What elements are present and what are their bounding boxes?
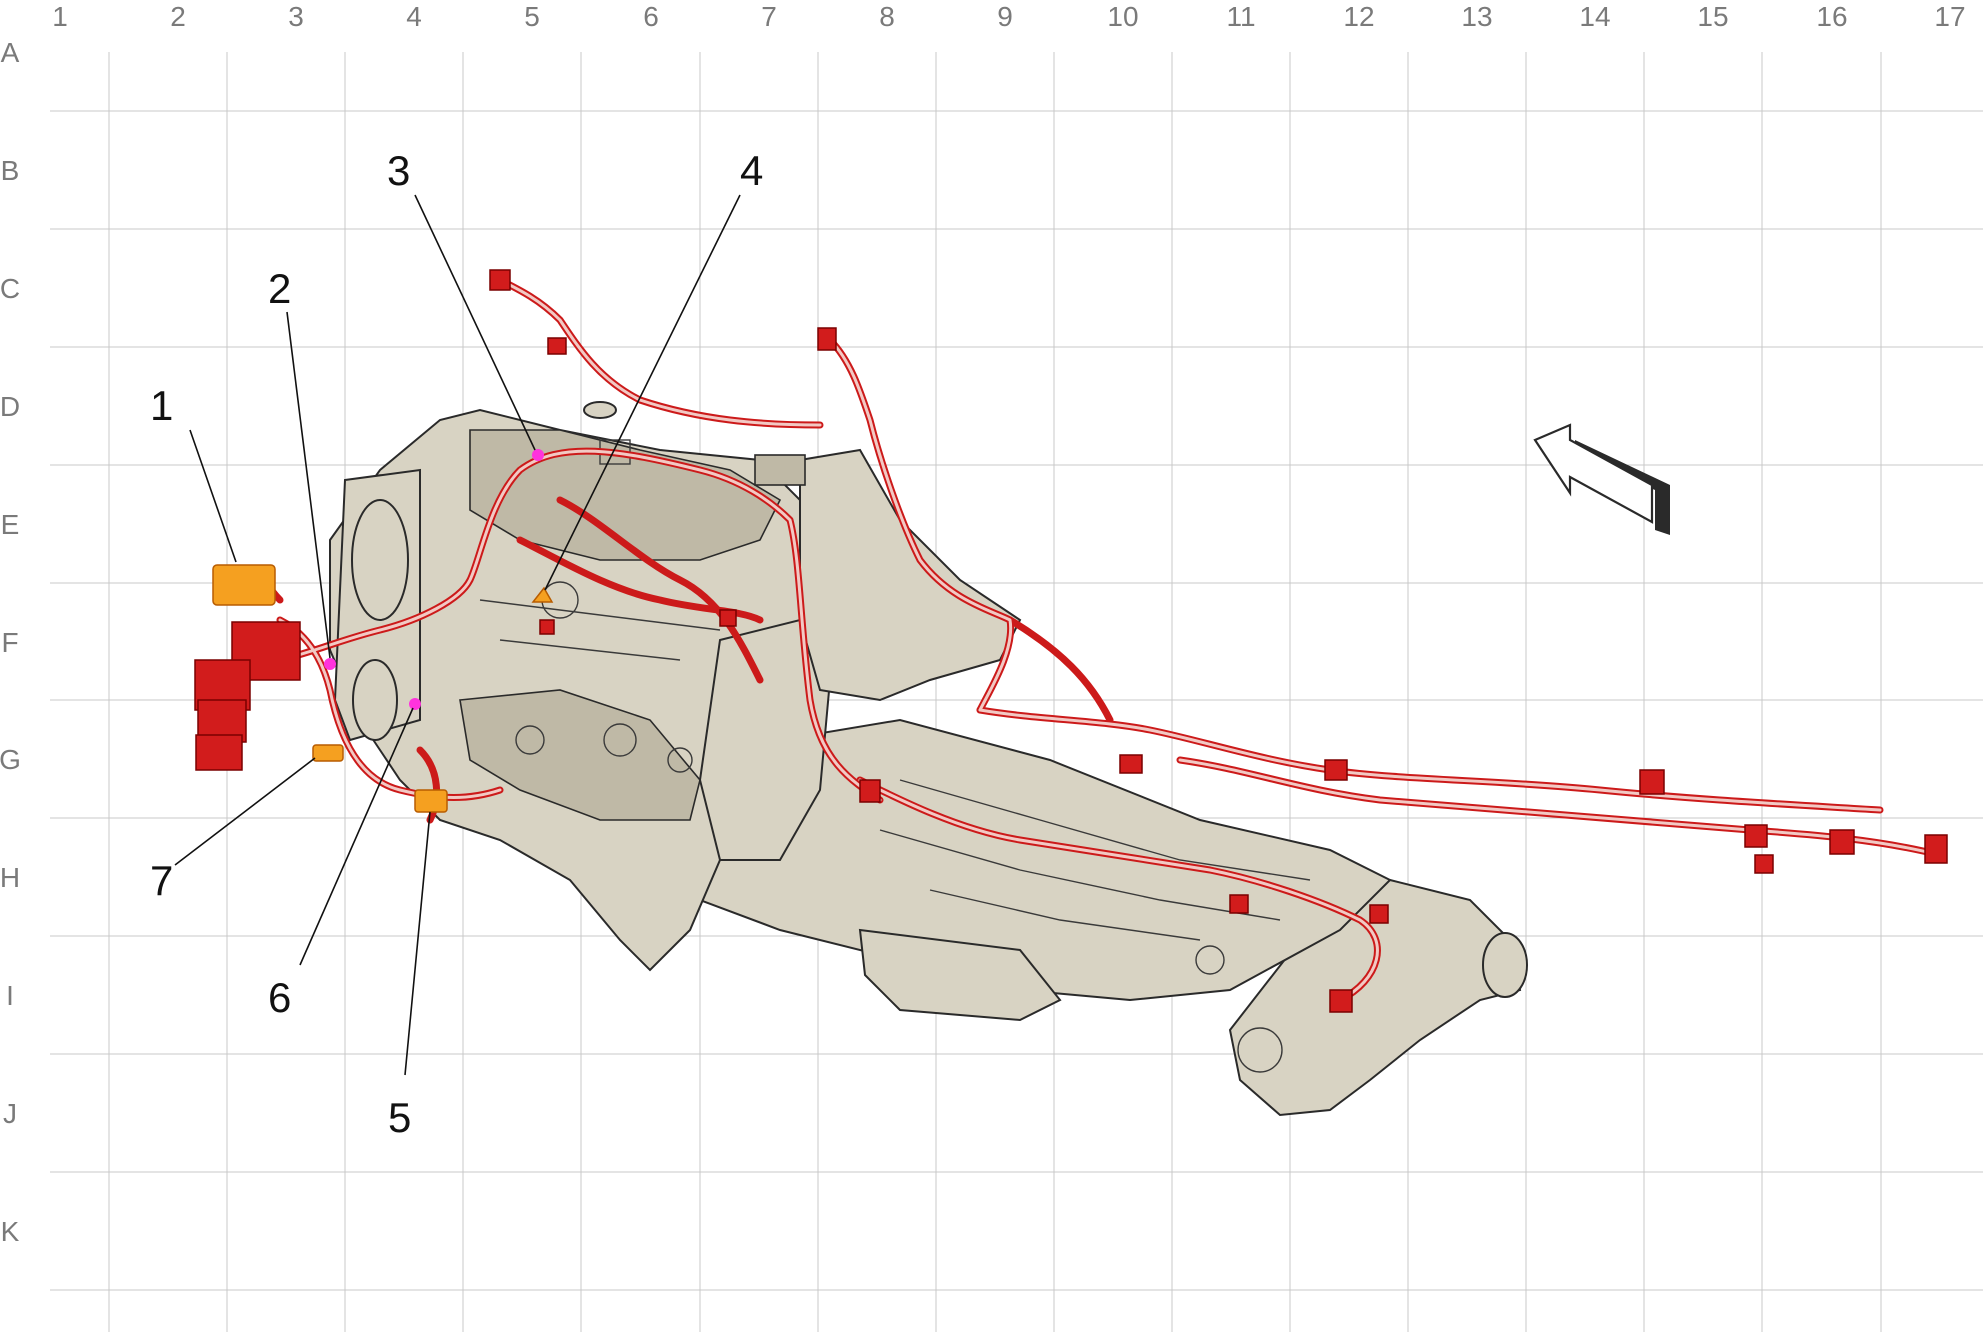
grid-row-label: A bbox=[1, 37, 20, 68]
grid-column-label: 15 bbox=[1697, 1, 1728, 32]
grid-column-label: 2 bbox=[170, 1, 186, 32]
grid-column-label: 6 bbox=[643, 1, 659, 32]
engine-transmission-assembly bbox=[329, 401, 1528, 1117]
grid-row-label: K bbox=[1, 1216, 20, 1247]
marker-3 bbox=[532, 449, 544, 461]
component-5 bbox=[414, 789, 448, 813]
grid-column-label: 17 bbox=[1934, 1, 1965, 32]
highlighted-components bbox=[212, 564, 554, 813]
callout-numbers: 1 2 3 4 5 6 7 bbox=[150, 147, 763, 1141]
grid-column-label: 4 bbox=[406, 1, 422, 32]
grid bbox=[50, 52, 1983, 1332]
callout-4: 4 bbox=[740, 147, 763, 194]
callout-1: 1 bbox=[150, 382, 173, 429]
grid-row-label: D bbox=[0, 391, 20, 422]
component-7 bbox=[312, 744, 344, 762]
callout-7: 7 bbox=[150, 857, 173, 904]
grid-column-label: 16 bbox=[1816, 1, 1847, 32]
callout-5: 5 bbox=[388, 1094, 411, 1141]
grid-column-label: 14 bbox=[1579, 1, 1610, 32]
front-arrow-icon bbox=[1533, 423, 1670, 535]
grid-column-label: 10 bbox=[1107, 1, 1138, 32]
marker-dots bbox=[324, 449, 544, 710]
component-1 bbox=[212, 564, 276, 606]
grid-row-label: J bbox=[3, 1098, 17, 1129]
marker-2 bbox=[324, 658, 336, 670]
grid-row-label: H bbox=[0, 862, 20, 893]
grid-column-label: 3 bbox=[288, 1, 304, 32]
grid-column-label: 7 bbox=[761, 1, 777, 32]
leader-lines bbox=[174, 194, 741, 1076]
grid-row-label: B bbox=[1, 155, 20, 186]
grid-column-label: 12 bbox=[1343, 1, 1374, 32]
callout-2: 2 bbox=[268, 265, 291, 312]
grid-column-label: 5 bbox=[524, 1, 540, 32]
row-labels: ABCDEFGHIJKL bbox=[0, 37, 21, 1247]
callout-6: 6 bbox=[268, 974, 291, 1021]
grid-row-label: F bbox=[1, 627, 18, 658]
grid-column-label: 8 bbox=[879, 1, 895, 32]
grid-column-label: 13 bbox=[1461, 1, 1492, 32]
callout-3: 3 bbox=[387, 147, 410, 194]
grid-row-label: I bbox=[6, 980, 14, 1011]
grid-row-label: C bbox=[0, 273, 20, 304]
component-4 bbox=[531, 586, 554, 603]
grid-row-label: G bbox=[0, 744, 21, 775]
grid-row-label: E bbox=[1, 509, 20, 540]
grid-column-label: 1 bbox=[52, 1, 68, 32]
grid-column-label: 11 bbox=[1226, 1, 1255, 32]
marker-6 bbox=[409, 698, 421, 710]
grid-column-label: 9 bbox=[997, 1, 1013, 32]
engine-wiring-harness bbox=[194, 269, 1948, 1013]
